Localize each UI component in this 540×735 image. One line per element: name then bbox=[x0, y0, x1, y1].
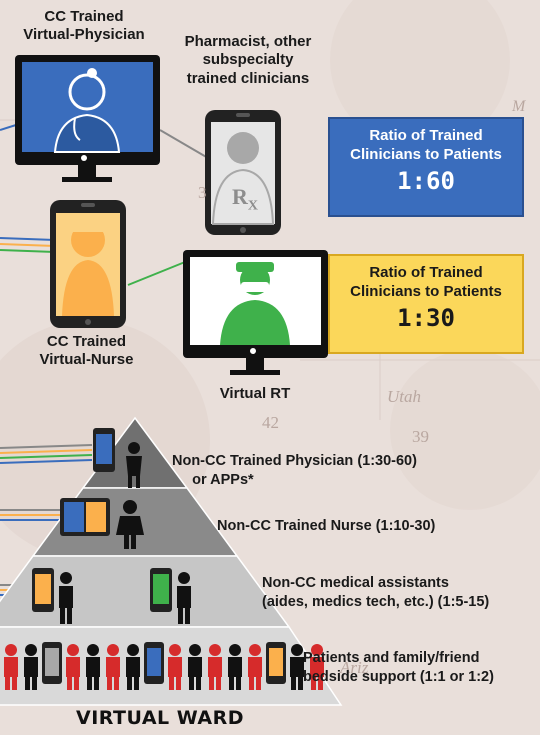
rx-symbol: RX bbox=[232, 184, 259, 214]
patient-figure-body bbox=[126, 657, 140, 677]
tier-label-nurse: Non-CC Trained Nurse (1:10-30) bbox=[217, 518, 436, 534]
tier1-figures bbox=[93, 428, 142, 488]
patient-figure-leg bbox=[249, 677, 254, 690]
map-label-39: 39 bbox=[412, 427, 429, 446]
nurse-phone bbox=[50, 200, 126, 328]
tier-label-patients: Patients and family/friend bedside suppo… bbox=[303, 650, 494, 685]
rt-label: Virtual RT bbox=[219, 385, 291, 402]
tier-label-assistants: Non-CC medical assistants (aides, medics… bbox=[262, 575, 490, 610]
patient-figure-leg bbox=[209, 677, 214, 690]
patient-figure-head bbox=[229, 644, 241, 656]
patient-phone-screen bbox=[269, 648, 283, 676]
patient-figure-leg bbox=[5, 677, 10, 690]
patient-figure-leg bbox=[311, 677, 316, 690]
patient-figure-body bbox=[106, 657, 120, 677]
patient-figure-head bbox=[291, 644, 303, 656]
patient-figure-leg bbox=[216, 677, 221, 690]
patient-figure-leg bbox=[189, 677, 194, 690]
patient-figure-head bbox=[169, 644, 181, 656]
patient-figure-leg bbox=[87, 677, 92, 690]
ratio-value: 1:30 bbox=[397, 303, 455, 332]
patient-figure-head bbox=[67, 644, 79, 656]
patient-figure-head bbox=[107, 644, 119, 656]
physician-monitor bbox=[15, 55, 160, 182]
patient-figure-leg bbox=[134, 677, 139, 690]
patient-figure-body bbox=[168, 657, 182, 677]
patient-figure-body bbox=[188, 657, 202, 677]
patient-figure-body bbox=[24, 657, 38, 677]
patient-figure-head bbox=[25, 644, 37, 656]
patient-figure-body bbox=[66, 657, 80, 677]
patient-figure-leg bbox=[32, 677, 37, 690]
physician-label: CC Trained Virtual-Physician bbox=[23, 8, 145, 44]
patient-figure-leg bbox=[169, 677, 174, 690]
patient-figure-head bbox=[311, 644, 323, 656]
patient-figure-body bbox=[310, 657, 324, 677]
patient-figure-leg bbox=[114, 677, 119, 690]
patient-figure-leg bbox=[94, 677, 99, 690]
patient-figure-head bbox=[127, 644, 139, 656]
patient-figure-leg bbox=[107, 677, 112, 690]
patient-figure-leg bbox=[12, 677, 17, 690]
patient-figure-leg bbox=[256, 677, 261, 690]
patient-figure-leg bbox=[318, 677, 323, 690]
ratio-box-1to60: Ratio of Trained Clinicians to Patients … bbox=[328, 117, 524, 217]
map-label-m: M bbox=[512, 98, 526, 115]
rt-monitor bbox=[183, 250, 328, 375]
ratio-value: 1:60 bbox=[397, 166, 455, 195]
patient-figure-head bbox=[5, 644, 17, 656]
patient-figure-leg bbox=[229, 677, 234, 690]
map-label-42: 42 bbox=[262, 413, 279, 432]
patient-figure-head bbox=[209, 644, 221, 656]
patient-figure-head bbox=[189, 644, 201, 656]
patient-figure-body bbox=[248, 657, 262, 677]
map-label-utah: Utah bbox=[387, 387, 421, 406]
patient-figure-body bbox=[290, 657, 304, 677]
ratio-box-title: Ratio of Trained Clinicians to Patients bbox=[350, 127, 502, 163]
patient-figure-leg bbox=[127, 677, 132, 690]
tier4-figures bbox=[4, 642, 324, 690]
map-label-3: 3 bbox=[198, 183, 207, 202]
patient-figure-body bbox=[86, 657, 100, 677]
patient-figure-leg bbox=[298, 677, 303, 690]
patient-phone-screen bbox=[45, 648, 59, 676]
nurse-label: CC Trained Virtual-Nurse bbox=[39, 333, 134, 369]
patient-figure-body bbox=[208, 657, 222, 677]
ratio-box-title: Ratio of Trained Clinicians to Patients bbox=[350, 264, 502, 300]
patient-figure-leg bbox=[67, 677, 72, 690]
tier2-figures bbox=[60, 498, 144, 549]
pharmacist-label: Pharmacist, other subspecialty trained c… bbox=[184, 33, 312, 87]
patient-phone-screen bbox=[147, 648, 161, 676]
pharmacist-phone bbox=[205, 110, 281, 235]
patient-figure-head bbox=[249, 644, 261, 656]
patient-figure-body bbox=[228, 657, 242, 677]
patient-figure-body bbox=[4, 657, 18, 677]
patient-figure-leg bbox=[196, 677, 201, 690]
tier3-figures bbox=[32, 568, 191, 624]
patient-figure-leg bbox=[25, 677, 30, 690]
patient-figure-leg bbox=[236, 677, 241, 690]
patient-figure-leg bbox=[74, 677, 79, 690]
virtual-ward-title: VIRTUAL WARD bbox=[76, 707, 244, 729]
patient-figure-head bbox=[87, 644, 99, 656]
ratio-box-1to30: Ratio of Trained Clinicians to Patients … bbox=[328, 254, 524, 354]
tier-label-physician: Non-CC Trained Physician (1:30-60) or AP… bbox=[172, 453, 417, 488]
map-label-ariz: Ariz bbox=[340, 658, 369, 677]
patient-figure-leg bbox=[176, 677, 181, 690]
patient-figure-leg bbox=[291, 677, 296, 690]
